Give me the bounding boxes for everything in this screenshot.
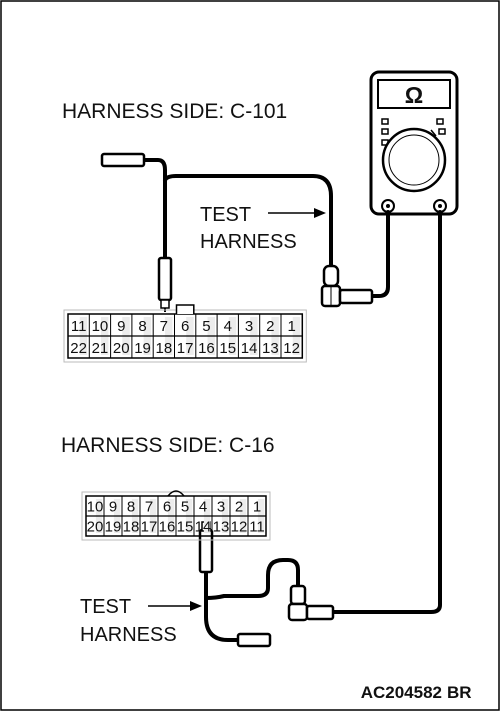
harness-2-meter-plug bbox=[305, 604, 335, 621]
harness-1-loose-plug bbox=[100, 152, 146, 168]
wires bbox=[142, 158, 442, 642]
c101-pin-bottom-9: 13 bbox=[262, 340, 279, 357]
figure-suffix: BR bbox=[447, 683, 472, 702]
c16-pin-bottom-0: 20 bbox=[87, 519, 104, 536]
c16-pin-top-2: 8 bbox=[127, 499, 135, 516]
c16-pin-bottom-4: 16 bbox=[159, 519, 176, 536]
c101-pin-top-5: 6 bbox=[181, 318, 189, 335]
harness-1-clip bbox=[322, 264, 340, 288]
harness-1-meter-plug bbox=[338, 288, 374, 305]
c101-pin-bottom-1: 21 bbox=[92, 340, 109, 357]
meter-lead-right bbox=[331, 210, 442, 614]
test-harness-2-label-line1: TEST bbox=[80, 596, 131, 618]
c101-pin-bottom-6: 16 bbox=[198, 340, 215, 357]
c101-pin-bottom-7: 15 bbox=[219, 340, 236, 357]
c16-pin-bottom-5: 15 bbox=[177, 519, 194, 536]
test-harness-2-wire-a bbox=[204, 553, 240, 642]
c16-pin-top-9: 1 bbox=[253, 499, 261, 516]
c101-pin-bottom-4: 18 bbox=[156, 340, 173, 357]
c16-pin-bottom-3: 17 bbox=[141, 519, 158, 536]
harness-2-clip bbox=[289, 584, 307, 606]
test-harness-2-probes bbox=[198, 516, 335, 648]
meter-lead-left bbox=[370, 210, 390, 298]
c101-pin-bottom-0: 22 bbox=[70, 340, 87, 357]
c16-pin-top-6: 4 bbox=[199, 499, 207, 516]
test-harness-2-arrow bbox=[148, 601, 202, 611]
c101-title: HARNESS SIDE: C-101 bbox=[62, 100, 287, 123]
test-harness-1-label-line1: TEST bbox=[200, 204, 251, 226]
c101-pin-top-7: 4 bbox=[224, 318, 232, 335]
test-harness-1-arrow bbox=[268, 208, 326, 218]
ohmmeter: Ω bbox=[369, 70, 459, 216]
selector-dial-icon bbox=[381, 127, 447, 193]
c101-pin-top-2: 9 bbox=[117, 318, 125, 335]
c101-pin-bottom-5: 17 bbox=[177, 340, 194, 357]
c101-pin-top-9: 2 bbox=[266, 318, 274, 335]
test-harness-2-wire-b bbox=[204, 558, 300, 600]
test-harness-1-label-line2: HARNESS bbox=[200, 231, 297, 253]
c16-pin-bottom-1: 19 bbox=[105, 519, 122, 536]
c101-pin-top-3: 8 bbox=[138, 318, 146, 335]
c101-pin-top-8: 3 bbox=[245, 318, 253, 335]
harness-1-probe-pin bbox=[157, 256, 173, 302]
c101-pin-top-10: 1 bbox=[287, 318, 295, 335]
c101-pin-top-1: 10 bbox=[92, 318, 109, 335]
c16-title: HARNESS SIDE: C-16 bbox=[61, 434, 275, 457]
c101-pin-top-0: 11 bbox=[71, 318, 87, 335]
c16-pin-top-4: 6 bbox=[163, 499, 171, 516]
c16-pin-bottom-9: 11 bbox=[249, 519, 265, 536]
c101-pin-top-6: 5 bbox=[202, 318, 210, 335]
c16-pin-top-3: 7 bbox=[145, 499, 153, 516]
ohm-symbol: Ω bbox=[405, 82, 423, 108]
c16-pin-top-1: 9 bbox=[109, 499, 117, 516]
c16-pin-bottom-8: 12 bbox=[231, 519, 248, 536]
figure-code: AC204582 bbox=[361, 683, 442, 702]
c101-pin-bottom-8: 14 bbox=[241, 340, 258, 357]
c16-pin-bottom-7: 13 bbox=[213, 519, 230, 536]
c101-pin-bottom-2: 20 bbox=[113, 340, 130, 357]
test-harness-1-wire-b bbox=[163, 174, 333, 270]
c16-pin-bottom-6: 14 bbox=[195, 519, 212, 536]
c101-pin-bottom-3: 19 bbox=[134, 340, 151, 357]
meter-display bbox=[377, 79, 451, 109]
c16-pin-bottom-2: 18 bbox=[123, 519, 140, 536]
c16-pin-top-0: 10 bbox=[87, 499, 104, 516]
c16-pin-top-5: 5 bbox=[181, 499, 189, 516]
test-harness-1-wire-a bbox=[142, 158, 167, 262]
c16-pin-top-8: 2 bbox=[235, 499, 243, 516]
c16-pin-top-7: 3 bbox=[217, 499, 225, 516]
harness-2-loose-plug bbox=[236, 632, 272, 648]
c101-pin-bottom-10: 12 bbox=[283, 340, 300, 357]
c101-pin-top-4: 7 bbox=[160, 318, 168, 335]
test-harness-2-label-line2: HARNESS bbox=[80, 624, 177, 646]
